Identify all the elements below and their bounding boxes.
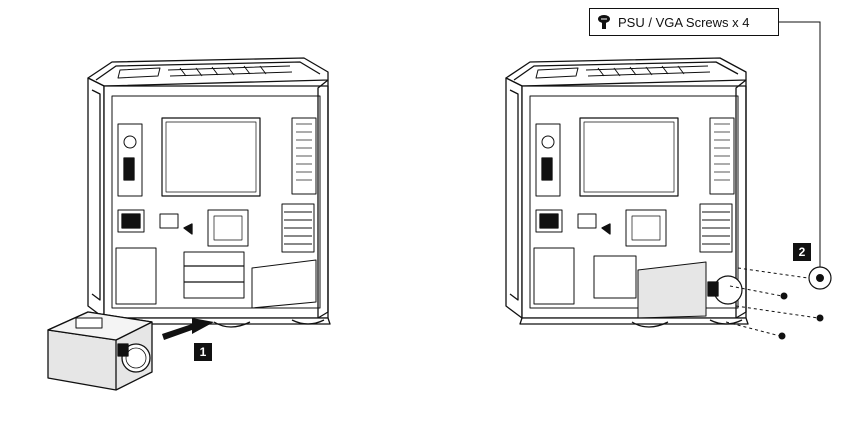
screw-detail-icon bbox=[808, 266, 832, 290]
step-badge-2: 2 bbox=[793, 243, 811, 261]
callout-label: PSU / VGA Screws x 4 bbox=[618, 14, 750, 30]
insert-arrow bbox=[162, 318, 214, 340]
top-vent bbox=[535, 65, 711, 79]
power-supply-unit bbox=[47, 311, 153, 391]
screw-icon bbox=[598, 15, 610, 29]
step-badge-1: 1 bbox=[194, 343, 212, 361]
top-vent bbox=[117, 65, 293, 79]
expansion-slots bbox=[699, 203, 733, 253]
screw-icon bbox=[778, 292, 824, 340]
pc-case-right bbox=[505, 57, 749, 328]
pc-case-left bbox=[87, 57, 331, 328]
expansion-slots bbox=[281, 203, 315, 253]
callout-leader bbox=[779, 21, 821, 267]
screw-callout: PSU / VGA Screws x 4 bbox=[589, 8, 779, 36]
screw-guide-lines bbox=[725, 267, 819, 337]
